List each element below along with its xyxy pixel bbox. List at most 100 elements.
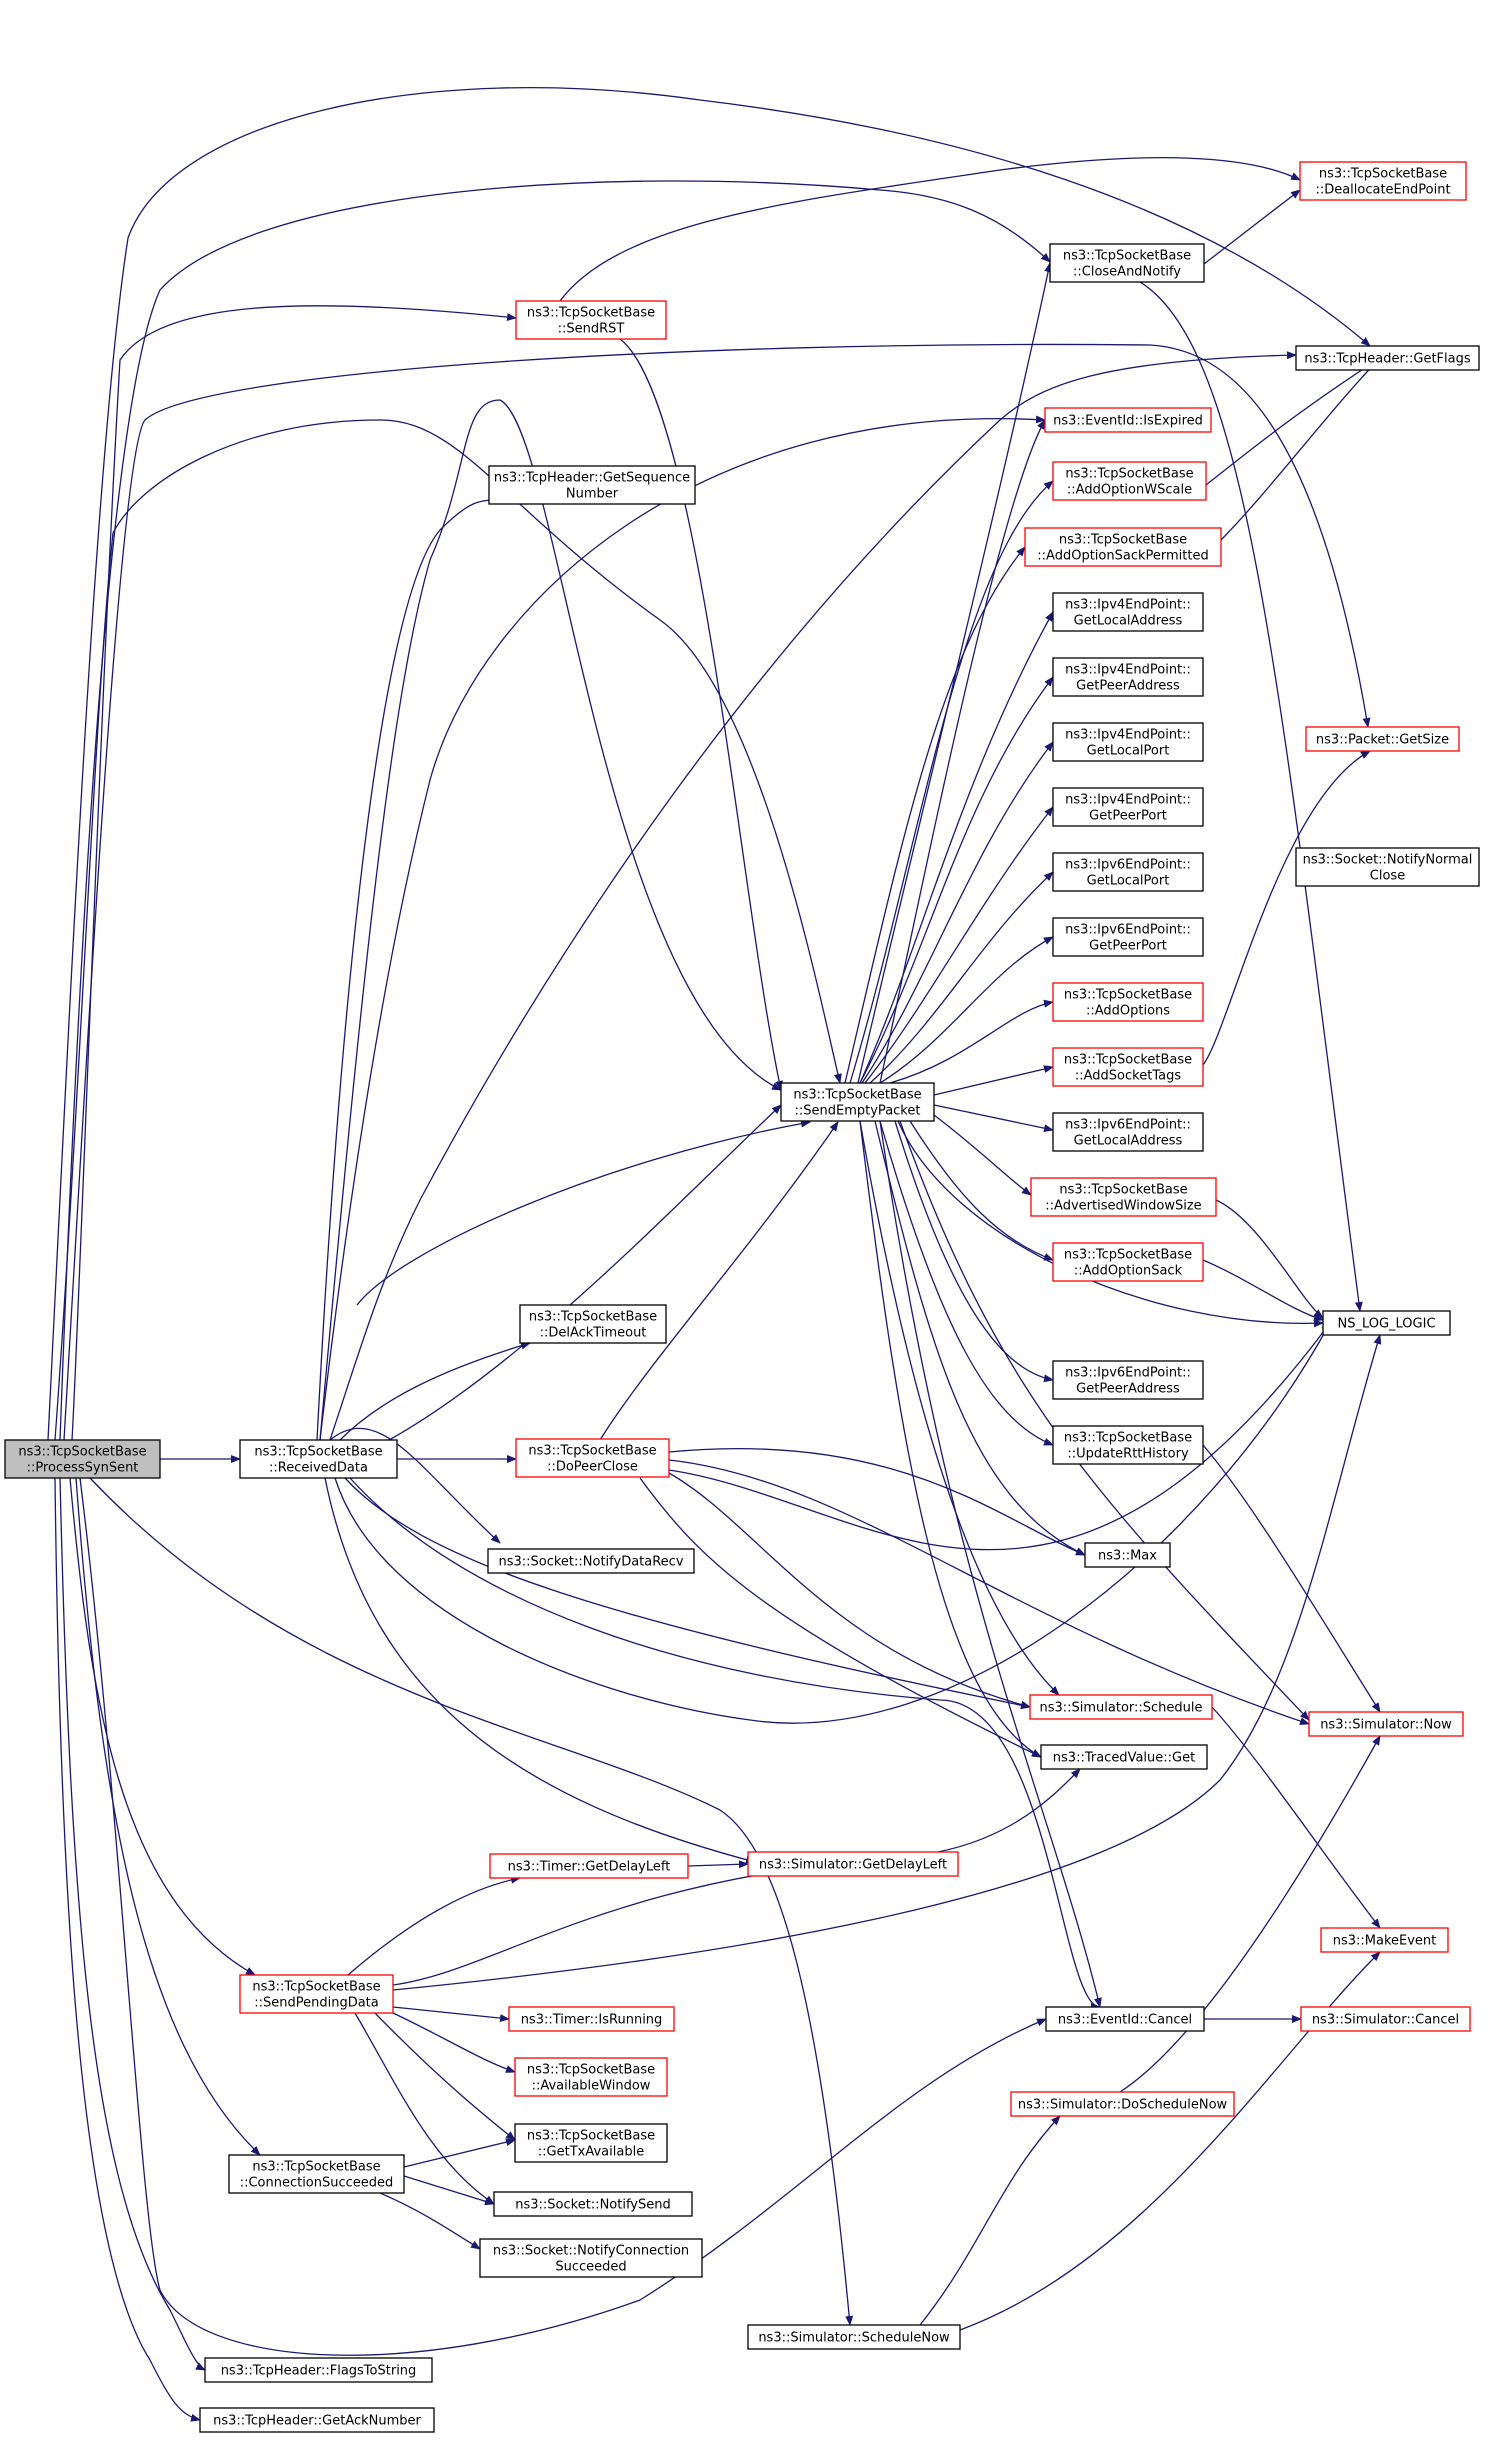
call-edge-path: [959, 1951, 1381, 2331]
function-node-addsockettags[interactable]: ns3::TcpSocketBase::AddSocketTags: [1052, 1047, 1204, 1087]
function-node-getacknumber[interactable]: ns3::TcpHeader::GetAckNumber: [199, 2407, 435, 2433]
node-label: ::SendRST: [558, 322, 625, 337]
node-box: [1052, 917, 1204, 957]
node-label: ns3::TcpSocketBase: [527, 2063, 655, 2078]
call-edge-path: [392, 2006, 510, 2023]
function-node-sendempty[interactable]: ns3::TcpSocketBase::SendEmptyPacket: [780, 1082, 935, 1122]
node-label: ns3::Ipv6EndPoint::: [1065, 1118, 1191, 1133]
node-label: ns3::TcpHeader::GetFlags: [1304, 352, 1471, 367]
function-node-addsackperm[interactable]: ns3::TcpSocketBase::AddOptionSackPermitt…: [1024, 527, 1222, 567]
node-label: ns3::TcpHeader::GetSequence: [494, 471, 690, 486]
function-node-ipv6localport[interactable]: ns3::Ipv6EndPoint::GetLocalPort: [1052, 852, 1204, 892]
function-node-ipv4localport[interactable]: ns3::Ipv4EndPoint::GetLocalPort: [1052, 722, 1204, 762]
call-edge-path: [392, 1334, 1382, 1991]
function-node-schedule[interactable]: ns3::Simulator::Schedule: [1029, 1694, 1213, 1720]
node-label: ns3::TcpSocketBase: [1059, 533, 1187, 548]
function-node-nslog[interactable]: NS_LOG_LOGIC: [1322, 1310, 1451, 1336]
call-edge-path: [354, 2012, 495, 2205]
node-label: ::UpdateRttHistory: [1067, 1447, 1189, 1462]
function-node-makeevent[interactable]: ns3::MakeEvent: [1320, 1927, 1449, 1953]
call-edge: [329, 1427, 501, 1544]
call-edge-path: [919, 2115, 1061, 2326]
function-node-notifydatarecv[interactable]: ns3::Socket::NotifyDataRecv: [487, 1548, 695, 1574]
call-edge: [659, 1467, 1031, 1709]
call-edge: [89, 1477, 854, 2326]
function-node-sendrst[interactable]: ns3::TcpSocketBase::SendRST: [515, 300, 667, 340]
function-node-simnow[interactable]: ns3::Simulator::Now: [1308, 1711, 1464, 1737]
call-edge: [379, 1104, 782, 1446]
node-label: ::CloseAndNotify: [1073, 265, 1181, 280]
call-edge-path: [668, 1448, 1086, 1556]
function-node-ipv6local[interactable]: ns3::Ipv6EndPoint::GetLocalAddress: [1052, 1112, 1204, 1152]
function-node-getflags[interactable]: ns3::TcpHeader::GetFlags: [1295, 345, 1480, 371]
function-node-doschedulenow[interactable]: ns3::Simulator::DoScheduleNow: [1010, 2091, 1235, 2117]
call-edge-path: [859, 676, 1054, 1084]
call-edge-path: [1119, 1735, 1381, 2093]
node-label: GetLocalAddress: [1074, 614, 1183, 629]
node-label: GetPeerAddress: [1076, 679, 1180, 694]
node-label: ns3::Max: [1098, 1549, 1157, 1564]
function-node-timerisrunning[interactable]: ns3::Timer::IsRunning: [508, 2006, 675, 2032]
function-node-receiveddata[interactable]: ns3::TcpSocketBase::ReceivedData: [239, 1439, 398, 1479]
node-label: ::DeallocateEndPoint: [1315, 183, 1450, 198]
node-box: [487, 1548, 695, 1574]
function-node-advwin[interactable]: ns3::TcpSocketBase::AdvertisedWindowSize: [1030, 1177, 1217, 1217]
function-node-availwin[interactable]: ns3::TcpSocketBase::AvailableWindow: [514, 2057, 668, 2097]
node-label: ns3::Ipv4EndPoint::: [1065, 598, 1191, 613]
function-node-getsize[interactable]: ns3::Packet::GetSize: [1305, 726, 1460, 752]
function-node-flagstostring[interactable]: ns3::TcpHeader::FlagsToString: [204, 2357, 433, 2383]
function-node-dealloc[interactable]: ns3::TcpSocketBase::DeallocateEndPoint: [1299, 161, 1467, 201]
function-node-eventcancel[interactable]: ns3::EventId::Cancel: [1045, 2006, 1205, 2032]
function-node-addoptions[interactable]: ns3::TcpSocketBase::AddOptions: [1052, 982, 1204, 1022]
call-edge: [894, 1120, 1054, 1383]
node-box: [514, 2057, 668, 2097]
function-node-delack[interactable]: ns3::TcpSocketBase::DelAckTimeout: [519, 1304, 667, 1344]
call-edge: [959, 1951, 1381, 2331]
function-node-updatertt[interactable]: ns3::TcpSocketBase::UpdateRttHistory: [1052, 1425, 1204, 1465]
function-node-sendpending[interactable]: ns3::TcpSocketBase::SendPendingData: [239, 1974, 394, 2014]
node-box: [1052, 657, 1204, 697]
node-box: [1029, 1694, 1213, 1720]
function-node-ipv4local[interactable]: ns3::Ipv4EndPoint::GetLocalAddress: [1052, 592, 1204, 632]
function-node-addwscale[interactable]: ns3::TcpSocketBase::AddOptionWScale: [1052, 461, 1207, 501]
function-node-ipv4peer[interactable]: ns3::Ipv4EndPoint::GetPeerAddress: [1052, 657, 1204, 697]
node-label: GetPeerAddress: [1076, 1382, 1180, 1397]
call-edge: [559, 157, 1301, 302]
function-node-notifysend[interactable]: ns3::Socket::NotifySend: [493, 2191, 693, 2217]
function-node-isexpired[interactable]: ns3::EventId::IsExpired: [1044, 407, 1212, 433]
function-node-addsack[interactable]: ns3::TcpSocketBase::AddOptionSack: [1052, 1242, 1204, 1282]
node-label: ns3::Timer::GetDelayLeft: [508, 1860, 671, 1875]
function-node-connsucceeded[interactable]: ns3::TcpSocketBase::ConnectionSucceeded: [228, 2154, 405, 2194]
graph-edges: [47, 87, 1382, 2422]
function-node-getdelayleft[interactable]: ns3::Simulator::GetDelayLeft: [747, 1851, 959, 1877]
node-label: ::AvailableWindow: [532, 2079, 651, 2094]
call-edge-path: [356, 1119, 811, 1306]
function-node-tracedget[interactable]: ns3::TracedValue::Get: [1040, 1744, 1208, 1770]
node-label: ::AddOptionSack: [1074, 1264, 1183, 1279]
call-edge-path: [1203, 189, 1301, 265]
call-edge-path: [879, 936, 1054, 1084]
function-node-timergetdelay[interactable]: ns3::Timer::GetDelayLeft: [489, 1853, 689, 1879]
function-node-schedulenow[interactable]: ns3::Simulator::ScheduleNow: [747, 2324, 961, 2350]
function-node-simcancel[interactable]: ns3::Simulator::Cancel: [1300, 2006, 1471, 2032]
function-node-gettxavail[interactable]: ns3::TcpSocketBase::GetTxAvailable: [514, 2123, 668, 2163]
call-edge-path: [59, 1477, 206, 2371]
function-node-dopeerclose[interactable]: ns3::TcpSocketBase::DoPeerClose: [515, 1438, 670, 1478]
node-box: [519, 1304, 667, 1344]
call-edge-path: [75, 1477, 261, 2156]
function-node-closeandnotify[interactable]: ns3::TcpSocketBase::CloseAndNotify: [1049, 243, 1205, 283]
node-box: [1030, 1177, 1217, 1217]
function-node-ipv4peerport[interactable]: ns3::Ipv4EndPoint::GetPeerPort: [1052, 787, 1204, 827]
call-edge: [864, 806, 1054, 1084]
call-edge-path: [329, 1427, 501, 1544]
node-box: [1052, 852, 1204, 892]
call-edge-path: [687, 1860, 749, 1869]
function-node-max[interactable]: ns3::Max: [1084, 1542, 1171, 1568]
function-node-ipv6peer[interactable]: ns3::Ipv6EndPoint::GetPeerAddress: [1052, 1360, 1204, 1400]
call-edge: [356, 1119, 811, 1306]
function-node-ipv6peerport[interactable]: ns3::Ipv6EndPoint::GetPeerPort: [1052, 917, 1204, 957]
